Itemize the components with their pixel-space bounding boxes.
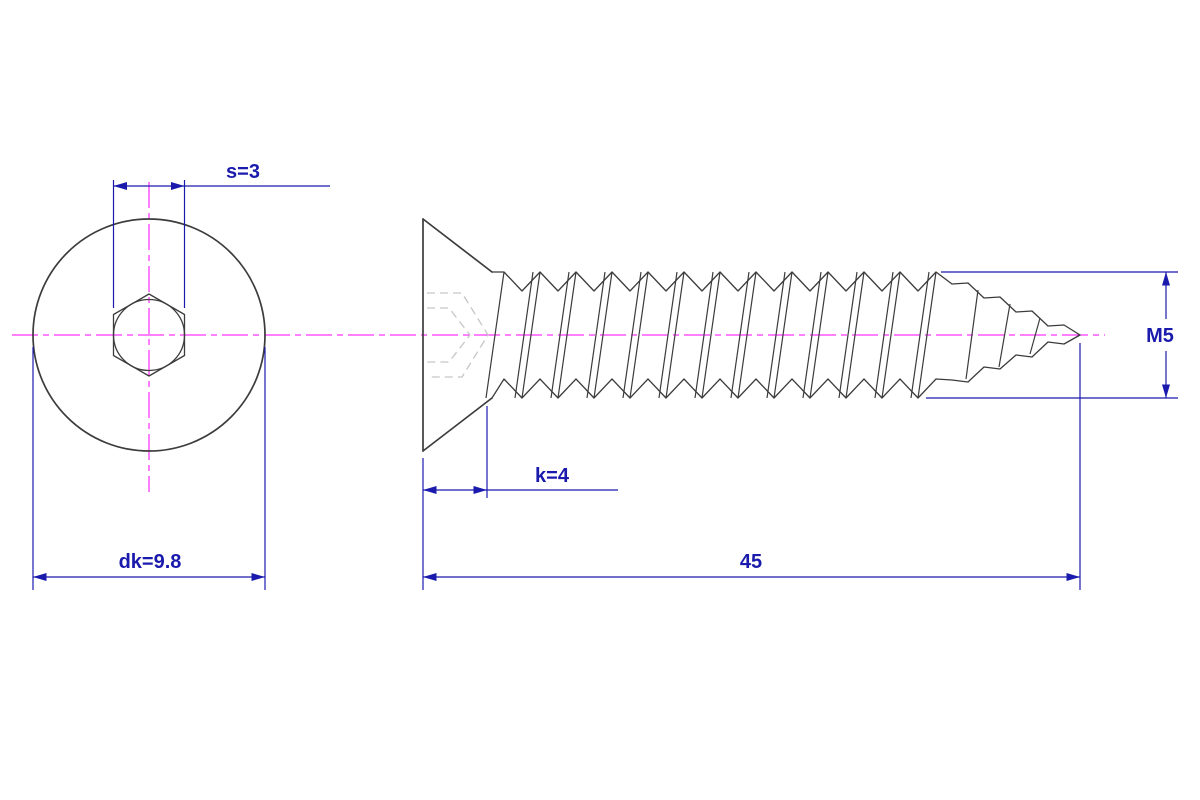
thread-flank bbox=[701, 271, 721, 399]
hidden-socket-outer bbox=[427, 292, 489, 378]
thread-flank bbox=[874, 271, 894, 399]
thread-flank bbox=[629, 271, 649, 399]
thread-tip-flank bbox=[1029, 317, 1041, 355]
thread-profile bbox=[485, 271, 1081, 399]
thread-flank bbox=[845, 271, 865, 399]
thread-tip-flank bbox=[965, 289, 979, 380]
thread-flank bbox=[838, 271, 858, 399]
dimension-hex-socket-width: s=3 bbox=[112, 161, 330, 308]
socket-inner-circle bbox=[112, 298, 186, 372]
thread-flank bbox=[593, 271, 613, 399]
thread-flank bbox=[514, 271, 534, 399]
thread-flank bbox=[917, 271, 937, 399]
thread-flank bbox=[802, 271, 822, 399]
thread-flank bbox=[586, 271, 606, 399]
side-view bbox=[422, 218, 1081, 452]
thread-flank bbox=[485, 271, 505, 399]
head-outer-circle bbox=[32, 218, 266, 452]
head-end-view bbox=[32, 218, 266, 452]
thread-flank bbox=[773, 271, 793, 399]
thread-flank bbox=[910, 271, 930, 399]
thread-top-profile bbox=[491, 271, 1081, 336]
dimension-total-length: 45 bbox=[423, 343, 1081, 590]
thread-flank bbox=[766, 271, 786, 399]
thread-flank bbox=[521, 271, 541, 399]
dimension-head-height: k=4 bbox=[422, 406, 618, 590]
dim-label-k: k=4 bbox=[535, 465, 570, 487]
hex-socket-outline bbox=[112, 293, 186, 377]
dim-label-length: 45 bbox=[740, 551, 762, 573]
thread-flank bbox=[730, 271, 750, 399]
dimension-thread-size: M5 bbox=[926, 271, 1178, 399]
thread-flank bbox=[809, 271, 829, 399]
thread-flank bbox=[737, 271, 757, 399]
thread-flank bbox=[658, 271, 678, 399]
dim-label-s: s=3 bbox=[226, 161, 260, 183]
thread-tip-flank bbox=[998, 303, 1011, 368]
thread-flank bbox=[881, 271, 901, 399]
centerlines bbox=[12, 182, 1105, 492]
thread-flank bbox=[557, 271, 577, 399]
thread-flank bbox=[550, 271, 570, 399]
thread-flank bbox=[622, 271, 642, 399]
thread-flank bbox=[694, 271, 714, 399]
dim-label-dk: dk=9.8 bbox=[119, 551, 182, 573]
thread-bottom-profile bbox=[491, 334, 1081, 399]
dimension-head-diameter: dk=9.8 bbox=[32, 347, 266, 590]
head-cone-top bbox=[422, 218, 493, 273]
dim-label-thread: M5 bbox=[1146, 325, 1174, 347]
thread-flank bbox=[665, 271, 685, 399]
head-cone-bottom bbox=[422, 397, 493, 452]
hidden-socket-inner bbox=[427, 307, 471, 363]
